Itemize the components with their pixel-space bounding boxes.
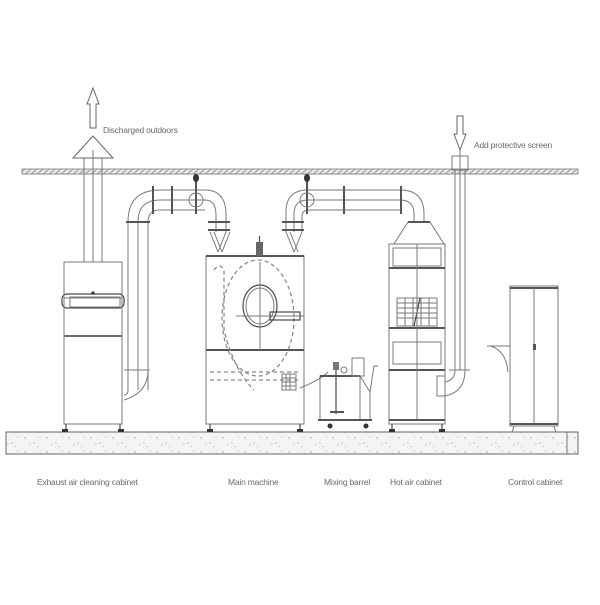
- exhaust-duct: [123, 174, 231, 401]
- discharge-up-arrow-icon: [86, 86, 100, 129]
- ceiling: [21, 168, 579, 175]
- add-protective-screen-label: Add protective screen: [474, 140, 553, 150]
- main-machine: [205, 236, 329, 432]
- supply-duct: [282, 174, 445, 253]
- mixing-barrel: [318, 357, 378, 429]
- discharged-outdoors-label: Discharged outdoors: [103, 125, 178, 135]
- hot-air-cabinet: [388, 243, 446, 432]
- floor: [5, 431, 579, 455]
- mixing-barrel-label: Mixing barrel: [324, 477, 371, 487]
- main-machine-label: Main machine: [228, 477, 279, 487]
- control-cabinet: [487, 285, 559, 433]
- hot-air-cabinet-label: Hot air cabinet: [390, 477, 442, 487]
- intake-down-arrow-icon: [453, 115, 467, 152]
- exhaust-air-cleaning-cabinet: [61, 261, 125, 432]
- exhaust-air-cleaning-cabinet-label: Exhaust air cleaning cabinet: [37, 477, 138, 487]
- control-cabinet-label: Control cabinet: [508, 477, 563, 487]
- intake-duct: [444, 150, 470, 397]
- exhaust-hood: [71, 135, 115, 262]
